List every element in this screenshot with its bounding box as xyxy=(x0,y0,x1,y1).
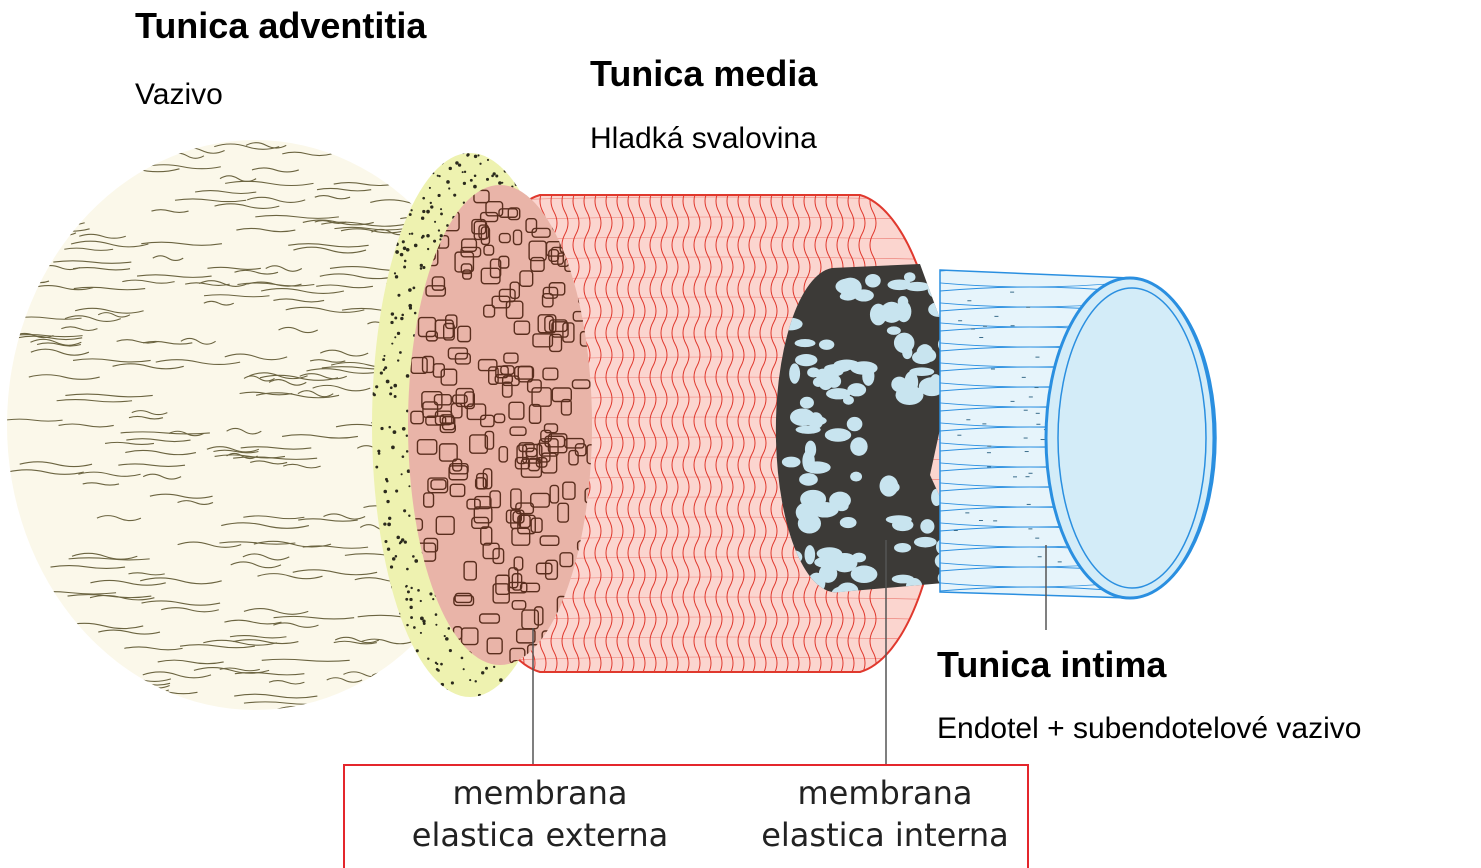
intima-title: Tunica intima xyxy=(937,645,1166,685)
adventitia-subtitle: Vazivo xyxy=(135,78,223,112)
intima-subtitle: Endotel + subendotelové vazivo xyxy=(937,712,1361,746)
tunica-intima-shape xyxy=(930,267,1216,607)
media-subtitle: Hladká svalovina xyxy=(590,122,817,156)
membrana-externa-label: membrana elastica externa xyxy=(390,772,690,856)
adventitia-title: Tunica adventitia xyxy=(135,6,426,46)
membrana-interna-label: membrana elastica interna xyxy=(735,772,1035,856)
media-title: Tunica media xyxy=(590,54,817,94)
